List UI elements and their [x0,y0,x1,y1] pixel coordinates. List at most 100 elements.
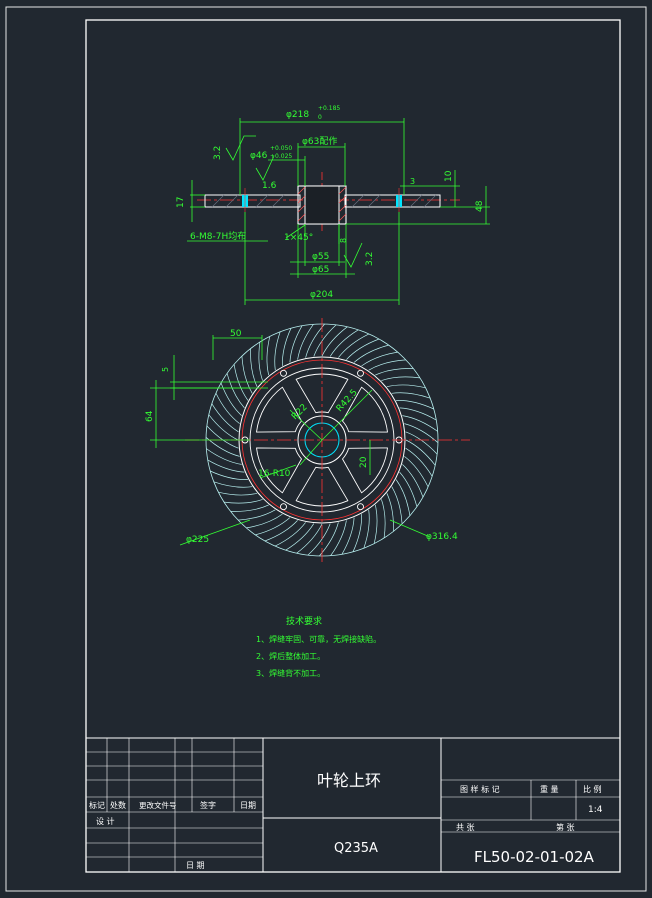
blade [246,513,283,529]
dim-d46-tol-upper: +0.050 [270,145,292,152]
tb-weight: 重 量 [540,784,559,794]
dim-h20: 20 [359,456,369,468]
flange-hole [357,369,364,377]
inner-frame [85,19,621,873]
blade [391,392,431,399]
dim-h8: 8 [339,238,348,243]
blade [405,431,438,455]
dim-h10: 10 [444,170,454,182]
blade [210,470,248,480]
blade [241,356,253,394]
blade [274,331,281,371]
blade-ring [205,323,439,557]
blade [386,384,426,389]
dim-d55: φ55 [312,252,329,262]
blade [266,336,271,376]
blade [363,509,370,549]
blade [405,447,433,477]
dim-h64: 64 [145,410,155,422]
blade [297,324,314,360]
blade [405,439,436,466]
dim-r42-5: R42.5 [335,388,360,414]
blade [404,423,439,443]
drawing-number: FL50-02-01-02A [474,848,595,866]
tb-total: 共 张 [456,823,475,832]
blade [329,329,359,357]
blade [399,471,418,507]
blade [321,326,348,357]
rough-1-6: 1.6 [262,181,277,191]
blade [207,459,245,473]
blade [206,425,239,449]
blade [220,382,242,416]
notes-title: 技术要求 [286,615,322,627]
flange-hole [357,503,364,511]
tb-doc: 更改文件号 [139,800,177,810]
dim-d204: φ204 [310,290,333,300]
blade [274,522,306,547]
section-dimension-lines [187,118,490,305]
dim-d316-4: φ316.4 [426,532,458,542]
dim-h17: 17 [176,197,186,208]
flange-hole [280,369,287,377]
blade [264,520,298,542]
blade [255,517,291,536]
tb-count: 处数 [110,800,126,810]
blade [402,415,438,432]
blade [381,376,420,381]
dim-d46-tol-lower: +0.025 [270,153,292,160]
rough-3-2-right: 3.2 [365,252,375,266]
spoke-window [342,386,388,433]
blade [296,523,323,554]
tb-design: 设 计 [96,816,115,826]
spoke-window [256,447,302,494]
blade [346,338,380,360]
part-name: 叶轮上环 [317,771,381,790]
dim-w50: 50 [230,329,242,339]
section-view [197,172,460,232]
blade [213,481,253,488]
blade [233,364,249,401]
flange-hole [280,503,287,511]
blade [307,523,331,556]
tb-date: 日期 [240,801,256,810]
dim-h3: 3 [410,177,415,186]
dim-h5: 5 [161,367,170,372]
blade [386,493,394,532]
tb-approve: 日 期 [186,861,205,870]
spoke-window [256,386,302,433]
dim-d63: φ63配作 [302,135,337,147]
blade [353,344,389,363]
blade [361,351,398,367]
scale: 1:4 [588,805,603,815]
blade [250,348,258,387]
material: Q235A [334,841,378,856]
blade [218,491,258,496]
tb-sheet: 第 张 [556,822,575,832]
blade [230,504,269,512]
blade [381,499,386,538]
dim-d218-tol-zero: 0 [318,114,322,121]
dim-fillets: 16-R10 [258,469,291,479]
note-3: 3、焊缝背不加工。 [256,668,325,678]
blade [289,325,303,363]
plan-dimension-lines [150,335,431,546]
blade [399,407,437,421]
tb-sign: 签字 [200,800,216,810]
spoke-window [342,447,388,494]
blade [402,464,424,498]
tb-ratio: 比 例 [583,784,602,794]
blade [258,342,263,381]
dim-d218-tol: +0.185 [318,105,340,112]
blade [352,514,362,552]
blade [211,403,239,433]
blade [238,509,276,521]
note-1: 1、焊缝牢固、可靠，无焊接缺陷。 [256,634,381,644]
blade [282,328,292,366]
blade [215,392,240,424]
dim-h48: 48 [475,200,485,212]
blade [375,368,414,376]
dim-d46: φ46 [250,151,268,161]
dim-chamfer: 1×45° [284,233,313,243]
